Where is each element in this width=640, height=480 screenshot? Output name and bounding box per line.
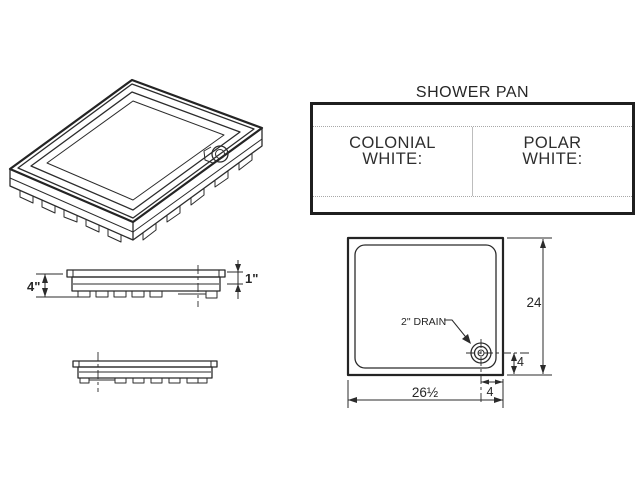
arrowhead: [494, 397, 503, 403]
leader-arrowhead: [462, 334, 471, 344]
rim-profile: [72, 360, 218, 368]
spec-cell-polar-white: POLAR WHITE:: [473, 127, 632, 196]
body-profile: [71, 276, 221, 292]
drain-leader-line: [444, 319, 470, 342]
label-depth: 24: [526, 295, 542, 310]
iso-drain-flange: [203, 146, 214, 164]
foot: [114, 377, 127, 384]
foot: [19, 190, 34, 204]
dim-drain-to-right-4: [481, 379, 503, 385]
arrowhead: [481, 379, 489, 385]
arrowhead: [511, 353, 517, 361]
dim-rim-lip-1: [227, 260, 243, 299]
dim-drain-to-bottom-4: [511, 353, 517, 374]
body-profile: [77, 366, 213, 379]
spec-cell-colonial-white: COLONIAL WHITE:: [313, 127, 473, 196]
spec-table-header-band: [313, 105, 632, 127]
foot: [79, 377, 90, 384]
foot: [41, 200, 56, 214]
spec-cell-polar-line2: WHITE:: [522, 149, 583, 168]
label-rim-lip: 1": [245, 271, 258, 286]
rim-profile: [66, 269, 226, 278]
side-view-elevation: [66, 265, 226, 307]
pan-skirt-left: [9, 169, 134, 241]
foot: [113, 290, 127, 298]
dim-overall-height-4: [36, 273, 80, 298]
arrowhead: [42, 288, 48, 297]
foot: [168, 377, 181, 384]
spec-table: COLONIAL WHITE: POLAR WHITE:: [310, 102, 635, 215]
spec-cell-colonial-line1: COLONIAL: [349, 134, 436, 152]
pan-rim-edge: [17, 83, 255, 219]
pan-skirt-right: [132, 128, 263, 241]
dim-depth-24: [507, 237, 552, 376]
arrowhead: [540, 239, 546, 248]
arrowhead: [511, 366, 517, 374]
spec-table-title: SHOWER PAN: [415, 84, 530, 101]
spec-cell-colonial-line2: WHITE:: [362, 149, 423, 168]
foot: [166, 206, 181, 223]
foot: [238, 153, 253, 171]
foot: [63, 210, 78, 223]
dim-width-26half: [347, 379, 504, 408]
plan-view: [346, 236, 531, 404]
label-drain-to-right: 4: [487, 385, 494, 399]
foot: [107, 229, 122, 243]
arrowhead: [235, 284, 241, 292]
spec-table-body: COLONIAL WHITE: POLAR WHITE:: [313, 127, 632, 196]
foot: [95, 290, 109, 298]
foot: [205, 290, 218, 299]
foot: [132, 377, 145, 384]
label-overall-height: 4": [27, 279, 40, 294]
label-width: 26½: [412, 385, 438, 400]
foot: [190, 188, 205, 206]
foot: [77, 290, 91, 298]
iso-drain-inner: [215, 149, 225, 159]
drain-symbol: [470, 342, 492, 364]
pan-inner-outline: [354, 244, 497, 369]
drain-symbol-inner: [477, 349, 485, 357]
pan-inner-rim: [30, 91, 241, 211]
arrowhead: [42, 274, 48, 283]
pan-outline: [346, 236, 505, 377]
side-view-underside: [72, 352, 218, 392]
arrowhead: [235, 264, 241, 272]
foot: [214, 171, 229, 188]
arrowhead: [495, 379, 503, 385]
arrowhead: [540, 365, 546, 374]
pan-skirt-rib: [9, 138, 263, 233]
iso-drain-icon: [211, 145, 229, 163]
foot: [142, 223, 157, 241]
arrowhead: [348, 397, 357, 403]
dimension-labels: 4" 1" 2" DRAIN 24 26½ 4 4: [27, 271, 542, 400]
label-drain: 2" DRAIN: [401, 316, 446, 328]
spec-table-footer-band: [313, 196, 632, 212]
isometric-view: [8, 78, 264, 243]
pan-floor: [46, 100, 225, 201]
drain-symbol-middle: [473, 345, 489, 361]
spec-cell-polar-line1: POLAR: [523, 134, 582, 152]
foot: [131, 290, 145, 298]
foot: [85, 219, 100, 233]
foot: [197, 377, 208, 384]
foot: [186, 377, 199, 384]
label-drain-to-bottom: 4: [517, 355, 524, 369]
foot: [150, 377, 163, 384]
foot: [149, 290, 163, 298]
